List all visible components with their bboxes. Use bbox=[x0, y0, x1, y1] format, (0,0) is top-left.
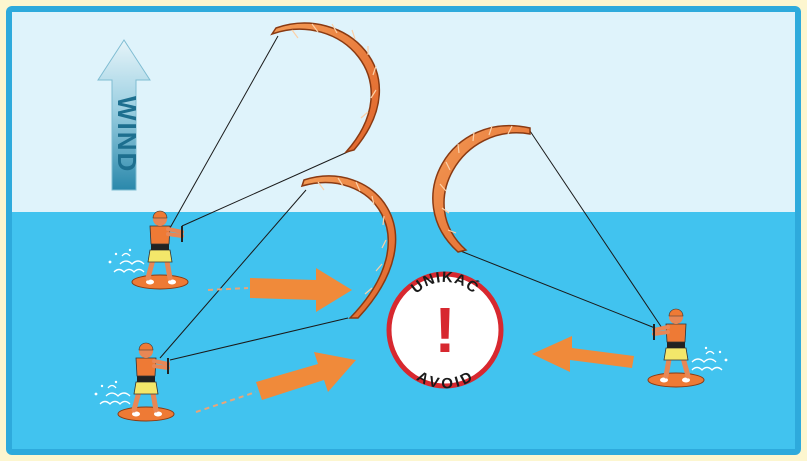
kite-icon bbox=[270, 22, 380, 154]
direction-arrow-icon bbox=[250, 268, 352, 312]
wind-label: WIND bbox=[112, 96, 142, 173]
direction-arrow-icon bbox=[256, 352, 356, 400]
sky bbox=[12, 12, 795, 212]
kite-icon bbox=[432, 125, 531, 253]
exclamation-mark: ! bbox=[434, 294, 455, 366]
kite-icon bbox=[300, 175, 397, 319]
motion-trails bbox=[195, 287, 257, 413]
wind-arrow-icon: WIND bbox=[97, 39, 151, 191]
kite-lines bbox=[159, 35, 663, 361]
direction-arrow-icon bbox=[532, 336, 634, 372]
